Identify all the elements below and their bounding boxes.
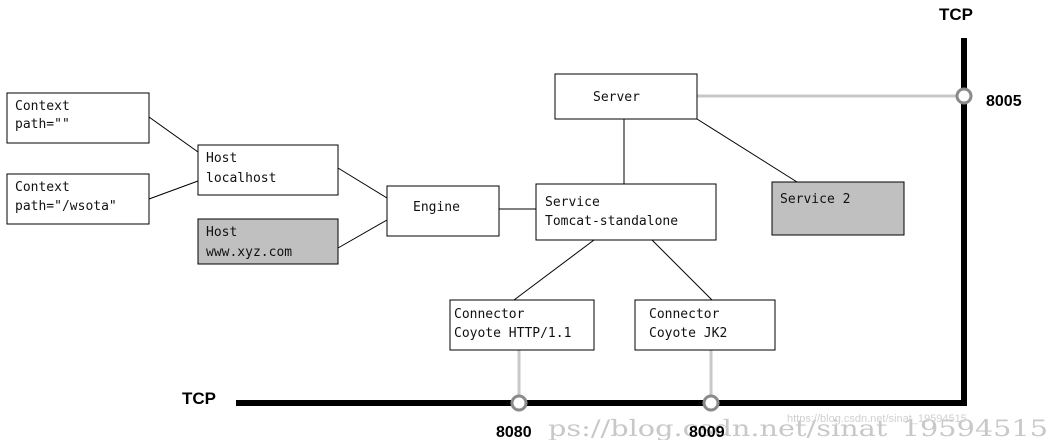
- edge-context-root-host-localhost: [148, 116, 199, 153]
- port-label-8080: 8080: [496, 424, 532, 440]
- engine-label: Engine: [413, 200, 460, 215]
- node-server: Server: [554, 73, 698, 120]
- watermark-small: https://blog.csdn.net/sinat_19594515: [787, 413, 967, 425]
- port-circles: [510, 87, 973, 412]
- node-service2: Service 2: [771, 181, 905, 236]
- port-label-8005: 8005: [986, 93, 1022, 110]
- diagram-edges: [148, 116, 798, 301]
- host-localhost-title: Host: [206, 151, 237, 166]
- connector-http-name: Coyote HTTP/1.1: [454, 326, 571, 341]
- edge-service-connector-http: [513, 239, 595, 301]
- context-wsota-path: path="/wsota": [15, 199, 117, 214]
- connector-jk2-name: Coyote JK2: [649, 326, 727, 341]
- edge-context-wsota-host-localhost: [148, 180, 199, 200]
- node-context-wsota: Context path="/wsota": [6, 173, 150, 225]
- edge-server-service2: [696, 118, 798, 183]
- host-xyz-name: www.xyz.com: [206, 245, 292, 260]
- service-title: Service: [545, 195, 600, 210]
- connector-http-title: Connector: [454, 307, 525, 322]
- port-links: [517, 94, 956, 396]
- port-circle-8009: [702, 394, 720, 412]
- node-context-root: Context path="": [6, 92, 150, 144]
- host-xyz-title: Host: [206, 225, 237, 240]
- host-localhost-name: localhost: [206, 171, 276, 186]
- port-circle-8005: [955, 87, 973, 105]
- service2-label: Service 2: [780, 192, 850, 207]
- node-host-localhost: Host localhost: [197, 144, 339, 196]
- connector-jk2-title: Connector: [649, 307, 720, 322]
- node-engine: Engine: [386, 185, 500, 237]
- tcp-vertical-label: TCP: [939, 5, 973, 24]
- port-label-8009: 8009: [689, 424, 725, 440]
- server-label: Server: [593, 90, 640, 105]
- context-root-path: path="": [15, 117, 70, 132]
- edge-service-connector-jk2: [651, 239, 713, 301]
- port-circle-8080: [510, 394, 528, 412]
- service-name: Tomcat-standalone: [545, 214, 678, 229]
- edge-host-localhost-engine: [337, 167, 388, 199]
- tcp-horizontal-label: TCP: [182, 389, 216, 408]
- node-connector-http: Connector Coyote HTTP/1.1: [449, 299, 595, 351]
- context-root-title: Context: [15, 99, 70, 114]
- watermark-big: ps://blog.csdn.net/sinat_19594515: [548, 417, 1048, 440]
- node-service: Service Tomcat-standalone: [535, 183, 717, 241]
- context-wsota-title: Context: [15, 180, 70, 195]
- node-host-xyz: Host www.xyz.com: [197, 218, 339, 265]
- edge-host-xyz-engine: [337, 219, 388, 249]
- node-connector-jk2: Connector Coyote JK2: [634, 299, 776, 351]
